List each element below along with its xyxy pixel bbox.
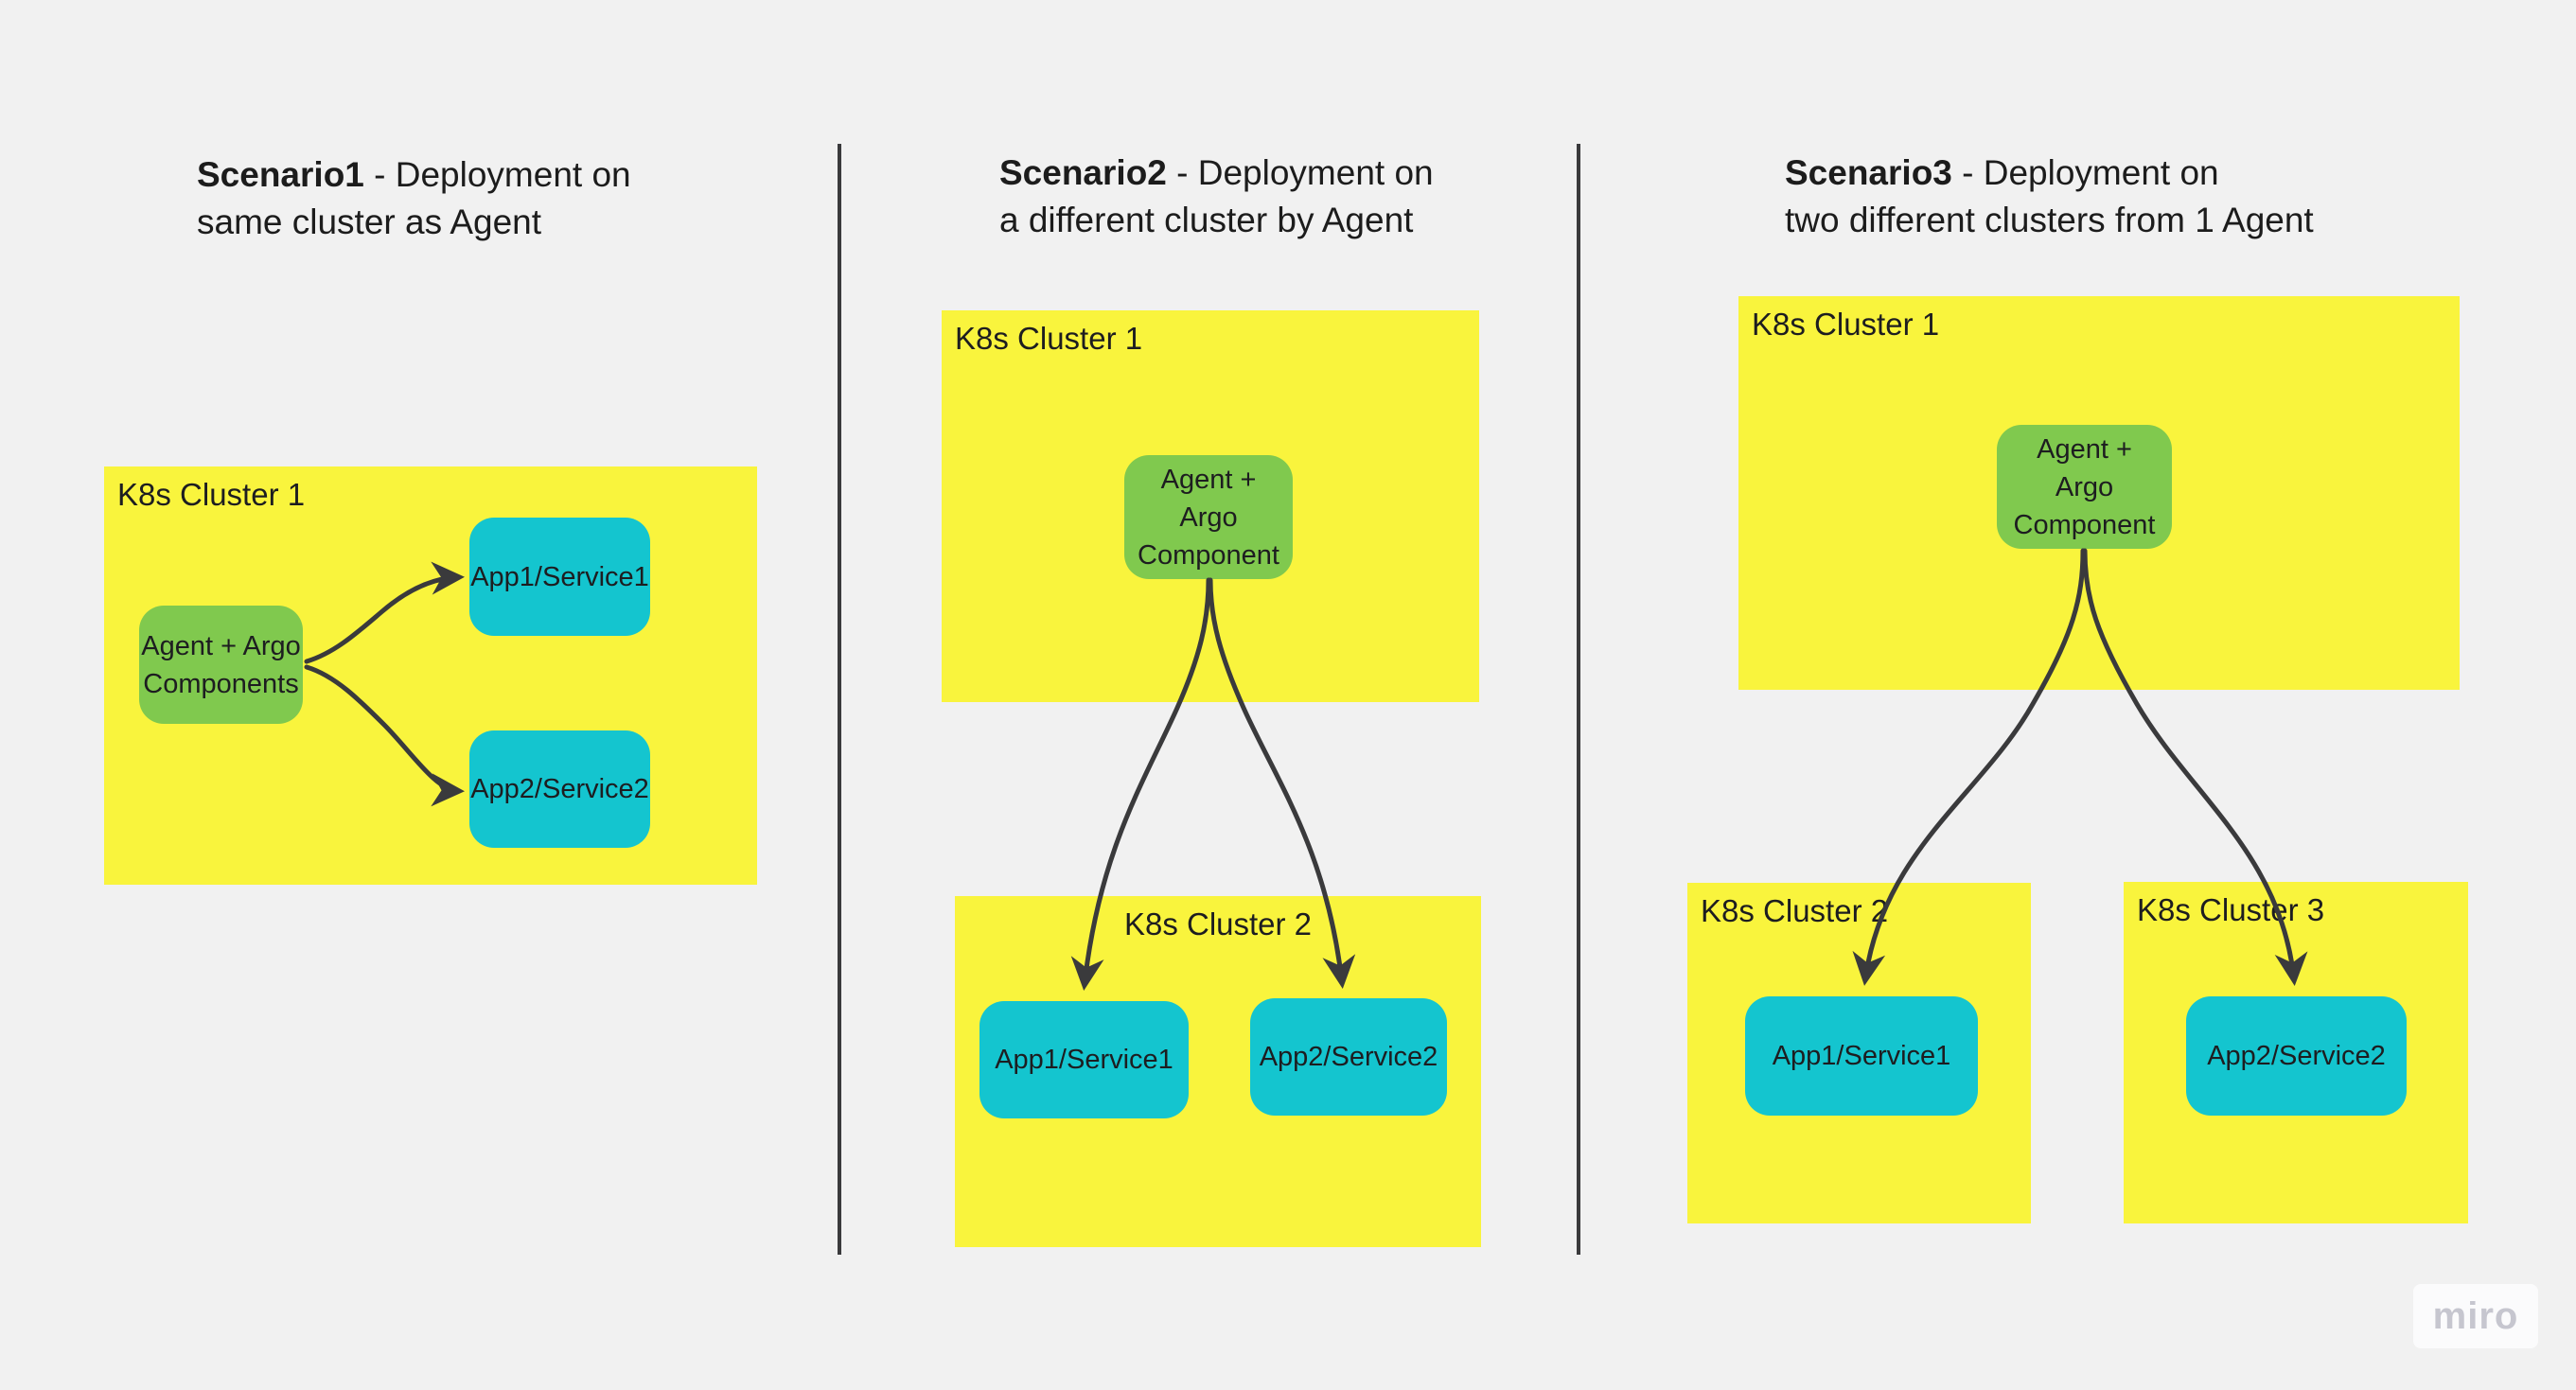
s3-arrow-agent-to-app1[interactable] — [1852, 548, 2086, 986]
s3-cluster1-label: K8s Cluster 1 — [1752, 307, 1940, 342]
s1-app2-label: App2/Service2 — [470, 774, 649, 804]
scenario-divider-2[interactable] — [1577, 144, 1580, 1255]
s3-app1-box[interactable]: App1/Service1 — [1745, 996, 1978, 1116]
s2-app2-label: App2/Service2 — [1259, 1042, 1438, 1072]
s2-agent-label-line2: Argo — [1179, 501, 1238, 533]
scenario3-title-line1: Scenario3 - Deployment on — [1785, 150, 2314, 197]
scenario1-title-line1: Scenario1 - Deployment on — [197, 151, 631, 199]
scenario3-title-rest: - Deployment on — [1951, 153, 2219, 192]
scenario1-title-line2: same cluster as Agent — [197, 202, 542, 241]
s2-cluster2-label: K8s Cluster 2 — [1123, 906, 1313, 941]
scenario3-title[interactable]: Scenario3 - Deployment on two different … — [1785, 150, 2314, 244]
s3-agent-label-line3: Component — [2013, 509, 2156, 540]
s3-agent-label-line1: Agent + — [2037, 433, 2132, 465]
s3-app1-label: App1/Service1 — [1772, 1041, 1951, 1071]
scenario2-title[interactable]: Scenario2 - Deployment on a different cl… — [999, 150, 1434, 244]
s1-arrow-agent-to-app2[interactable] — [304, 664, 465, 807]
s1-arrow-agent-to-app1[interactable] — [304, 561, 465, 664]
s1-agent-label-line2: Components — [143, 668, 299, 699]
scenario1-title-rest: - Deployment on — [363, 155, 631, 194]
scenario2-title-rest: - Deployment on — [1166, 153, 1434, 192]
scenario3-title-bold: Scenario3 — [1785, 153, 1952, 192]
s3-agent-label-line2: Argo — [2055, 471, 2114, 502]
s1-cluster1-label: K8s Cluster 1 — [117, 477, 306, 512]
s2-app1-box[interactable]: App1/Service1 — [979, 1001, 1189, 1118]
s2-app2-box[interactable]: App2/Service2 — [1250, 998, 1447, 1116]
scenario2-title-line2: a different cluster by Agent — [999, 201, 1414, 239]
s2-agent-label-line3: Component — [1138, 539, 1279, 571]
miro-watermark-text: miro — [2432, 1294, 2519, 1337]
s2-cluster1-label: K8s Cluster 1 — [955, 321, 1143, 356]
s2-agent-label-line1: Agent + — [1160, 464, 1257, 495]
scenario-divider-1[interactable] — [838, 144, 841, 1255]
s3-app2-label: App2/Service2 — [2207, 1041, 2386, 1071]
s3-arrow-agent-to-app2[interactable] — [2082, 548, 2308, 986]
s2-app1-label: App1/Service1 — [995, 1045, 1173, 1075]
s1-app1-box[interactable]: App1/Service1 — [469, 518, 650, 636]
scenario2-title-bold: Scenario2 — [999, 153, 1167, 192]
s2-arrow-agent-to-app1[interactable] — [1070, 577, 1211, 991]
scenario3-title-line2: two different clusters from 1 Agent — [1785, 201, 2314, 239]
s1-agent-box[interactable]: Agent + Argo Components — [139, 606, 303, 724]
s1-app2-box[interactable]: App2/Service2 — [469, 730, 650, 848]
s1-agent-label-line1: Agent + Argo — [141, 630, 301, 661]
s3-cluster3-label: K8s Cluster 3 — [2137, 892, 2325, 927]
scenario1-title-bold: Scenario1 — [197, 155, 364, 194]
s1-app1-label: App1/Service1 — [470, 561, 649, 592]
scenario2-title-line1: Scenario2 - Deployment on — [999, 150, 1434, 197]
s2-agent-box[interactable]: Agent + Argo Component — [1124, 455, 1293, 579]
s3-app2-box[interactable]: App2/Service2 — [2186, 996, 2407, 1116]
scenario1-title[interactable]: Scenario1 - Deployment on same cluster a… — [197, 151, 631, 246]
s2-arrow-agent-to-app2[interactable] — [1208, 577, 1356, 989]
miro-watermark: miro — [2413, 1284, 2538, 1348]
s3-agent-box[interactable]: Agent + Argo Component — [1997, 425, 2172, 549]
s3-cluster2-label: K8s Cluster 2 — [1701, 893, 1889, 928]
